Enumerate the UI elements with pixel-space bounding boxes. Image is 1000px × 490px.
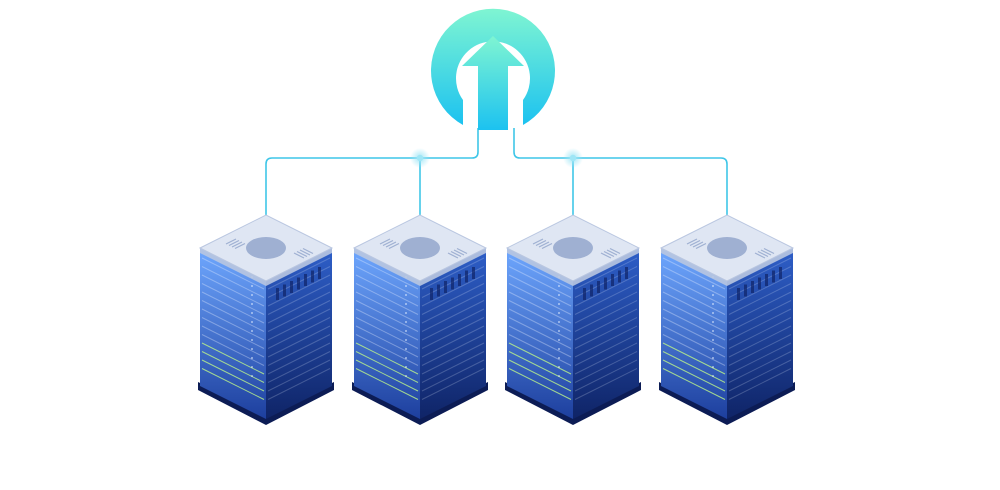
fan-icon: [553, 237, 593, 259]
server-slots: [662, 257, 792, 400]
top-vents: [686, 238, 775, 259]
upload-arrow: [462, 36, 524, 130]
server-right-face: [420, 248, 486, 419]
server-rack-icon: [505, 214, 641, 425]
connector-lines: [265, 128, 728, 242]
server-slots: [508, 257, 638, 400]
top-vents: [379, 238, 468, 259]
server-right-face: [573, 248, 639, 419]
connector-line: [513, 128, 728, 242]
upload-ring: [430, 8, 555, 126]
upload-arrow-icon: [430, 8, 555, 130]
server-rack-icon: [198, 214, 334, 425]
server-right-face: [727, 248, 793, 419]
server-slots: [355, 257, 485, 400]
fan-icon: [246, 237, 286, 259]
fan-icon: [707, 237, 747, 259]
server-rack-icon: [659, 214, 795, 425]
junction-glow: [563, 148, 583, 168]
server-group: [198, 214, 795, 425]
fan-icon: [400, 237, 440, 259]
connector-junctions: [410, 148, 583, 168]
server-right-face: [266, 248, 332, 419]
top-vents: [225, 238, 314, 259]
top-vents: [532, 238, 621, 259]
server-slots: [201, 257, 331, 400]
junction-glow: [410, 148, 430, 168]
server-rack-icon: [352, 214, 488, 425]
connector-line: [265, 128, 479, 242]
